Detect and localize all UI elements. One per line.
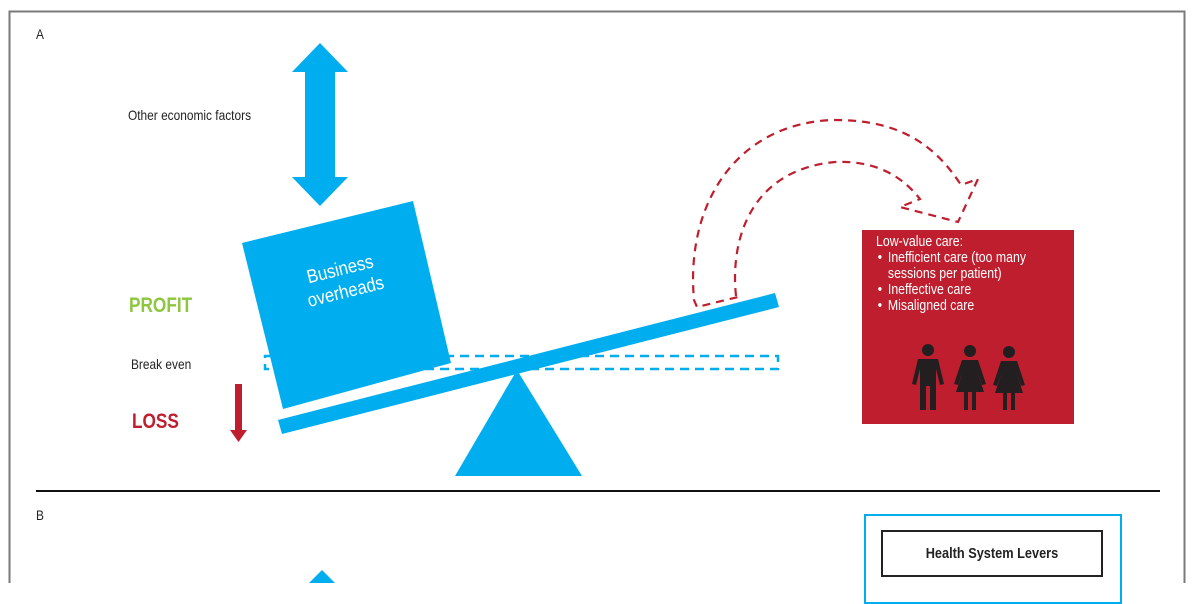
low-value-care-list: Inefficient care (too many sessions per … — [876, 250, 1074, 314]
low-value-care-title: Low-value care: — [876, 234, 964, 250]
low-value-care-box: Low-value care: Inefficient care (too ma… — [862, 230, 1074, 424]
diagram: A Other economic factors PROFIT Break ev… — [0, 0, 1200, 583]
loss-arrow-icon — [230, 384, 247, 442]
woman-icon — [993, 346, 1025, 410]
low-value-care-item: Ineffective care — [876, 282, 1083, 298]
panel-b-arrow-icon — [309, 570, 335, 583]
curved-dashed-arrow-icon — [691, 118, 981, 309]
loss-label: LOSS — [132, 410, 179, 433]
low-value-care-item: Inefficient care (too many sessions per … — [876, 250, 1058, 282]
double-arrow-icon — [292, 43, 348, 206]
panel-b-label: B — [36, 507, 44, 523]
people-icons — [912, 344, 1025, 410]
health-system-levers-title: Health System Levers — [925, 545, 1059, 562]
panel-a-label: A — [36, 26, 44, 42]
figure-frame — [8, 10, 1186, 583]
diagram-graphics — [8, 10, 1186, 583]
seesaw-beam — [278, 293, 779, 434]
other-economic-factors-label: Other economic factors — [128, 107, 252, 123]
business-overheads-box — [242, 201, 451, 409]
profit-label: PROFIT — [129, 294, 193, 317]
low-value-care-item: Misaligned care — [876, 298, 1083, 314]
health-system-levers-header: Health System Levers — [881, 530, 1103, 577]
man-icon — [912, 344, 944, 410]
break-even-label: Break even — [131, 356, 192, 372]
woman-icon — [954, 345, 986, 410]
fulcrum-triangle — [455, 370, 582, 476]
